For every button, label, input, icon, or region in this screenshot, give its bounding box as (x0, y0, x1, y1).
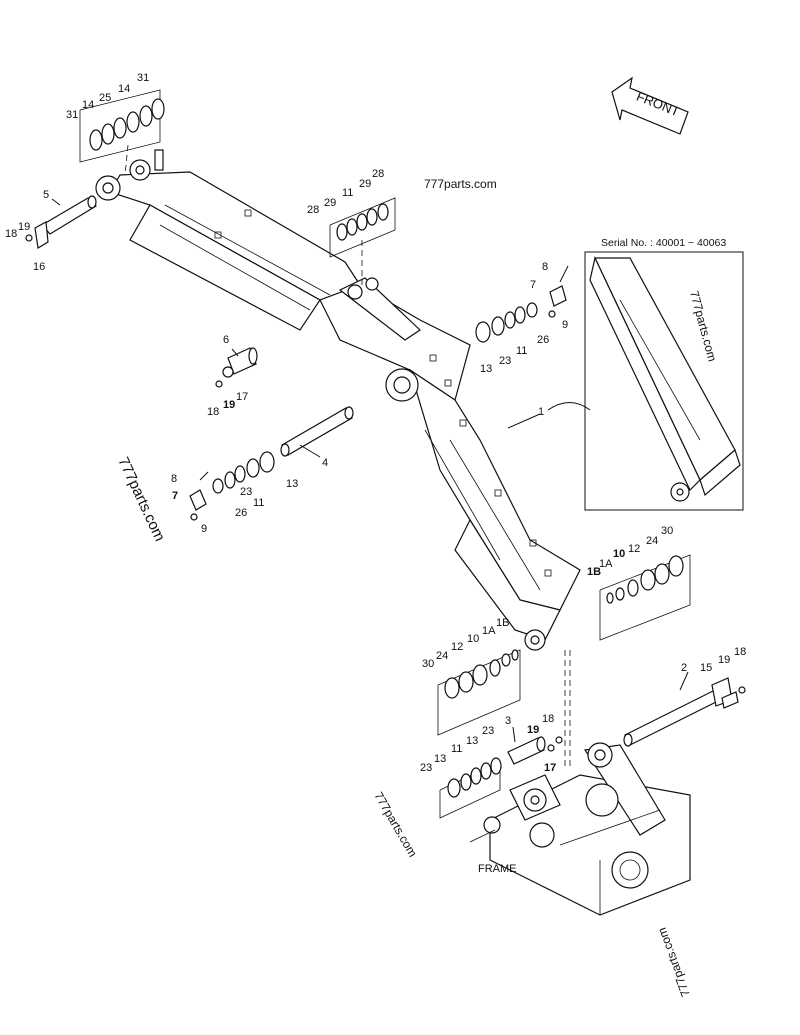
washer-stack-foot-right (599, 554, 691, 641)
callout-19: 19 (718, 654, 730, 666)
callout-11: 11 (451, 743, 462, 755)
callout-12: 12 (628, 543, 640, 555)
callout-2: 2 (681, 662, 687, 674)
pin-3 (439, 736, 563, 819)
frame-label: FRAME (478, 863, 517, 875)
callout-13: 13 (434, 753, 446, 765)
callout-18: 18 (542, 713, 554, 725)
callout-25: 25 (99, 92, 111, 104)
callout-26: 26 (537, 334, 549, 346)
serial-label: Serial No. : 40001 ~ 40063 (601, 237, 726, 249)
callout-19: 19 (18, 221, 30, 233)
washer-stack-foot-left (437, 649, 521, 736)
washer-stack-top-middle (329, 197, 396, 258)
callout-9: 9 (201, 523, 207, 535)
callout-8: 8 (542, 261, 548, 273)
callout-13: 13 (286, 478, 298, 490)
callout-1b: 1B (587, 566, 601, 578)
callout-31: 31 (137, 72, 149, 84)
callout-11: 11 (516, 345, 527, 357)
callout-28: 28 (372, 168, 384, 180)
callout-4: 4 (322, 457, 328, 469)
callout-29: 29 (359, 178, 371, 190)
callout-26: 26 (235, 507, 247, 519)
callout-31: 31 (66, 109, 78, 121)
callout-23: 23 (240, 486, 252, 498)
callout-5: 5 (43, 189, 49, 201)
callout-30: 30 (661, 525, 673, 537)
callout-18: 18 (734, 646, 746, 658)
watermark: 777parts.com (371, 790, 419, 860)
front-arrow-icon: FRONT (611, 76, 689, 135)
callout-1b: 1B (496, 617, 509, 629)
callout-30: 30 (422, 658, 434, 670)
pin-5 (25, 195, 97, 249)
callout-17: 17 (236, 391, 248, 403)
callout-7: 7 (530, 279, 536, 291)
watermark: 777parts.com (655, 926, 693, 999)
callout-18: 18 (5, 228, 17, 240)
callout-19: 19 (527, 724, 539, 736)
pin-6 (215, 347, 258, 388)
callout-14: 14 (118, 83, 130, 95)
callout-17: 17 (544, 762, 556, 774)
callout-11: 11 (253, 497, 264, 509)
callout-1: 1 (538, 406, 544, 418)
boom-assembly (95, 149, 581, 651)
callout-23: 23 (499, 355, 511, 367)
watermark: 777parts.com (687, 289, 719, 363)
callout-18: 18 (207, 406, 219, 418)
callout-1a: 1A (482, 625, 496, 637)
callout-10: 10 (467, 633, 479, 645)
callout-12: 12 (451, 641, 463, 653)
pin-2 (623, 677, 746, 747)
callout-23: 23 (482, 725, 494, 737)
callout-23: 23 (420, 762, 432, 774)
washer-stack-left (189, 451, 275, 521)
callout-1a: 1A (599, 558, 613, 570)
callout-8: 8 (171, 473, 177, 485)
callout-24: 24 (646, 535, 658, 547)
callout-14: 14 (82, 99, 94, 111)
watermark: 777parts.com (114, 455, 168, 545)
leader-lines (51, 144, 689, 843)
callout-6: 6 (223, 334, 229, 346)
callout-13: 13 (480, 363, 492, 375)
pin-4 (280, 406, 354, 457)
callout-3: 3 (505, 715, 511, 727)
callout-19: 19 (223, 399, 235, 411)
callout-15: 15 (700, 662, 712, 674)
callout-7: 7 (172, 490, 178, 502)
callout-24: 24 (436, 650, 448, 662)
callout-28: 28 (307, 204, 319, 216)
callout-9: 9 (562, 319, 568, 331)
washer-stack-right (475, 265, 569, 343)
washer-stack-top-left (79, 89, 165, 163)
callout-29: 29 (324, 197, 336, 209)
frame (483, 742, 691, 916)
callout-10: 10 (613, 548, 625, 560)
callout-16: 16 (33, 261, 45, 273)
callout-11: 11 (342, 187, 353, 199)
serial-inset (584, 251, 744, 511)
callout-13: 13 (466, 735, 478, 747)
watermark: 777parts.com (424, 177, 497, 191)
